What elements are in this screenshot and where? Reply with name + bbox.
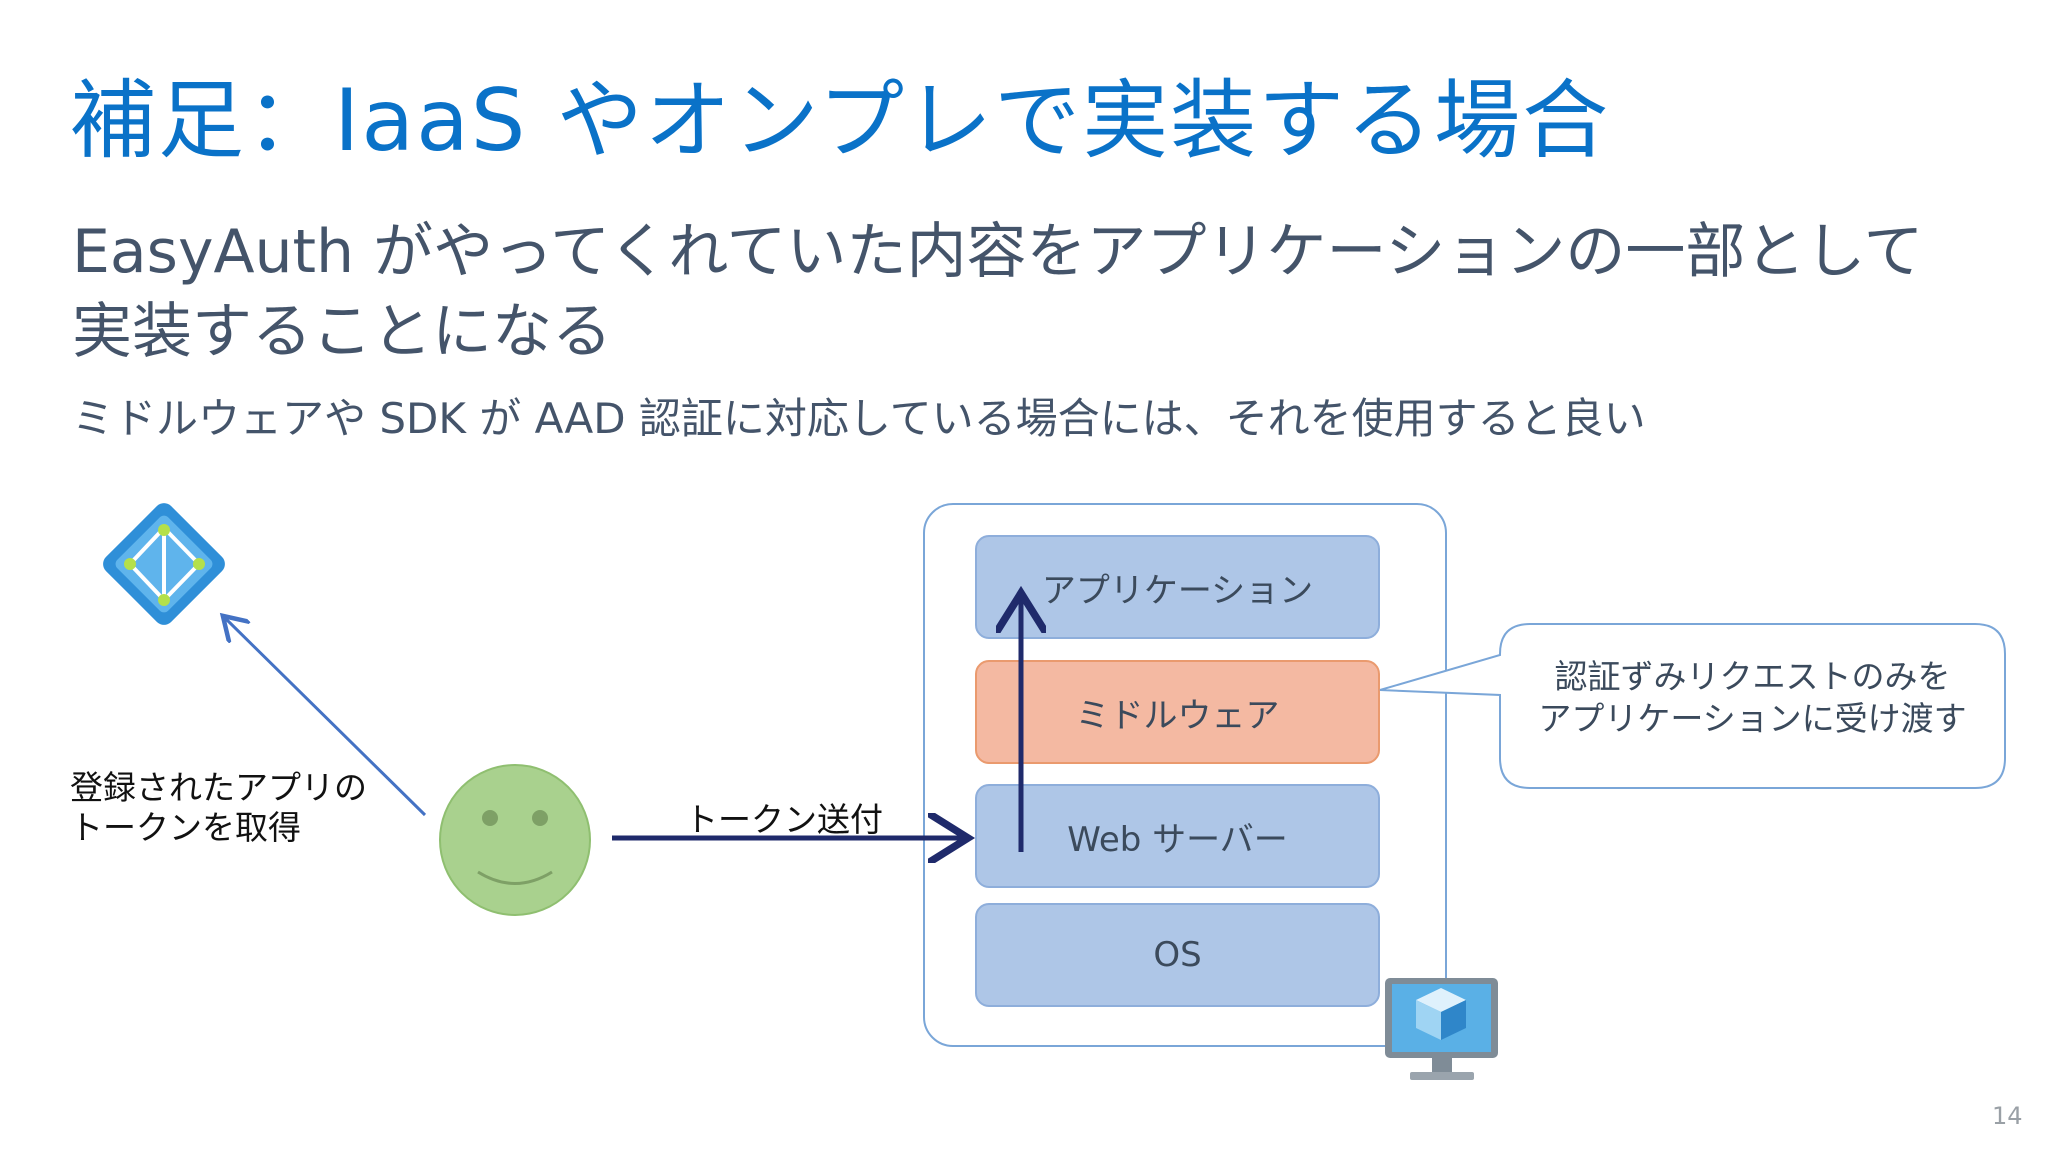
aad-icon	[103, 503, 225, 625]
get-token-label-line-1: 登録されたアプリの	[70, 768, 367, 807]
callout-bubble	[1379, 623, 2006, 789]
layer-middleware-label: ミドルウェア	[1075, 695, 1280, 736]
get-token-arrow	[225, 618, 427, 817]
get-token-label: 登録されたアプリの トークンを取得	[70, 768, 367, 848]
user-smiley-icon	[439, 764, 591, 916]
layer-web-server: Web サーバー	[975, 784, 1380, 888]
callout-line-1: 認証ずみリクエストのみを	[1554, 657, 1951, 696]
slide-note: ミドルウェアや SDK が AAD 認証に対応している場合には、それを使用すると…	[72, 394, 1646, 443]
virtual-machine-icon	[1385, 978, 1498, 1080]
page-number: 14	[1992, 1102, 2023, 1130]
layer-middleware: ミドルウェア	[975, 660, 1380, 764]
token-send-label: トークン送付	[685, 800, 883, 839]
layer-os: OS	[975, 903, 1380, 1007]
callout-text: 認証ずみリクエストのみを アプリケーションに受け渡す	[1500, 656, 2005, 740]
layer-os-label: OS	[1153, 935, 1202, 975]
slide-subtitle: EasyAuth がやってくれていた内容をアプリケーションの一部として実装するこ…	[72, 217, 1924, 367]
slide-title: 補足：IaaS やオンプレで実装する場合	[70, 71, 1611, 171]
layer-web-server-label: Web サーバー	[1067, 819, 1288, 860]
callout-line-2: アプリケーションに受け渡す	[1538, 699, 1967, 738]
layer-application-label: アプリケーション	[1041, 570, 1314, 611]
get-token-label-line-2: トークンを取得	[70, 808, 301, 847]
